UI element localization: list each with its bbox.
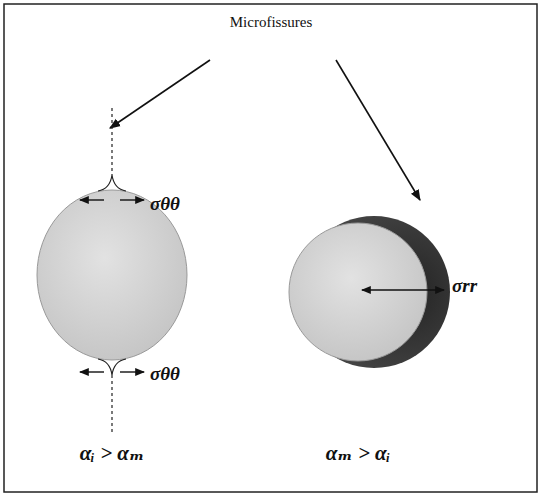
leader-arrow bbox=[336, 60, 420, 200]
microcrack bbox=[111, 375, 112, 432]
stress-arrow bbox=[120, 199, 144, 200]
microcrack bbox=[111, 108, 112, 175]
frame bbox=[4, 4, 537, 492]
stress-label: σrr bbox=[452, 276, 477, 297]
inclusion bbox=[37, 190, 187, 360]
stress-arrow bbox=[362, 289, 444, 290]
stress-arrow bbox=[80, 371, 104, 372]
stress-arrow bbox=[120, 371, 144, 372]
crack-tip bbox=[98, 175, 126, 191]
condition-label: αᵢ > αₘ bbox=[80, 442, 145, 465]
stress-arrow bbox=[80, 199, 104, 200]
inclusion bbox=[289, 223, 427, 361]
condition-label: αₘ > αᵢ bbox=[326, 442, 391, 465]
callout-label: Microfissures bbox=[230, 14, 313, 31]
leader-arrow bbox=[110, 60, 210, 128]
stress-label: σθθ bbox=[150, 194, 180, 215]
stress-label: σθθ bbox=[150, 364, 180, 385]
